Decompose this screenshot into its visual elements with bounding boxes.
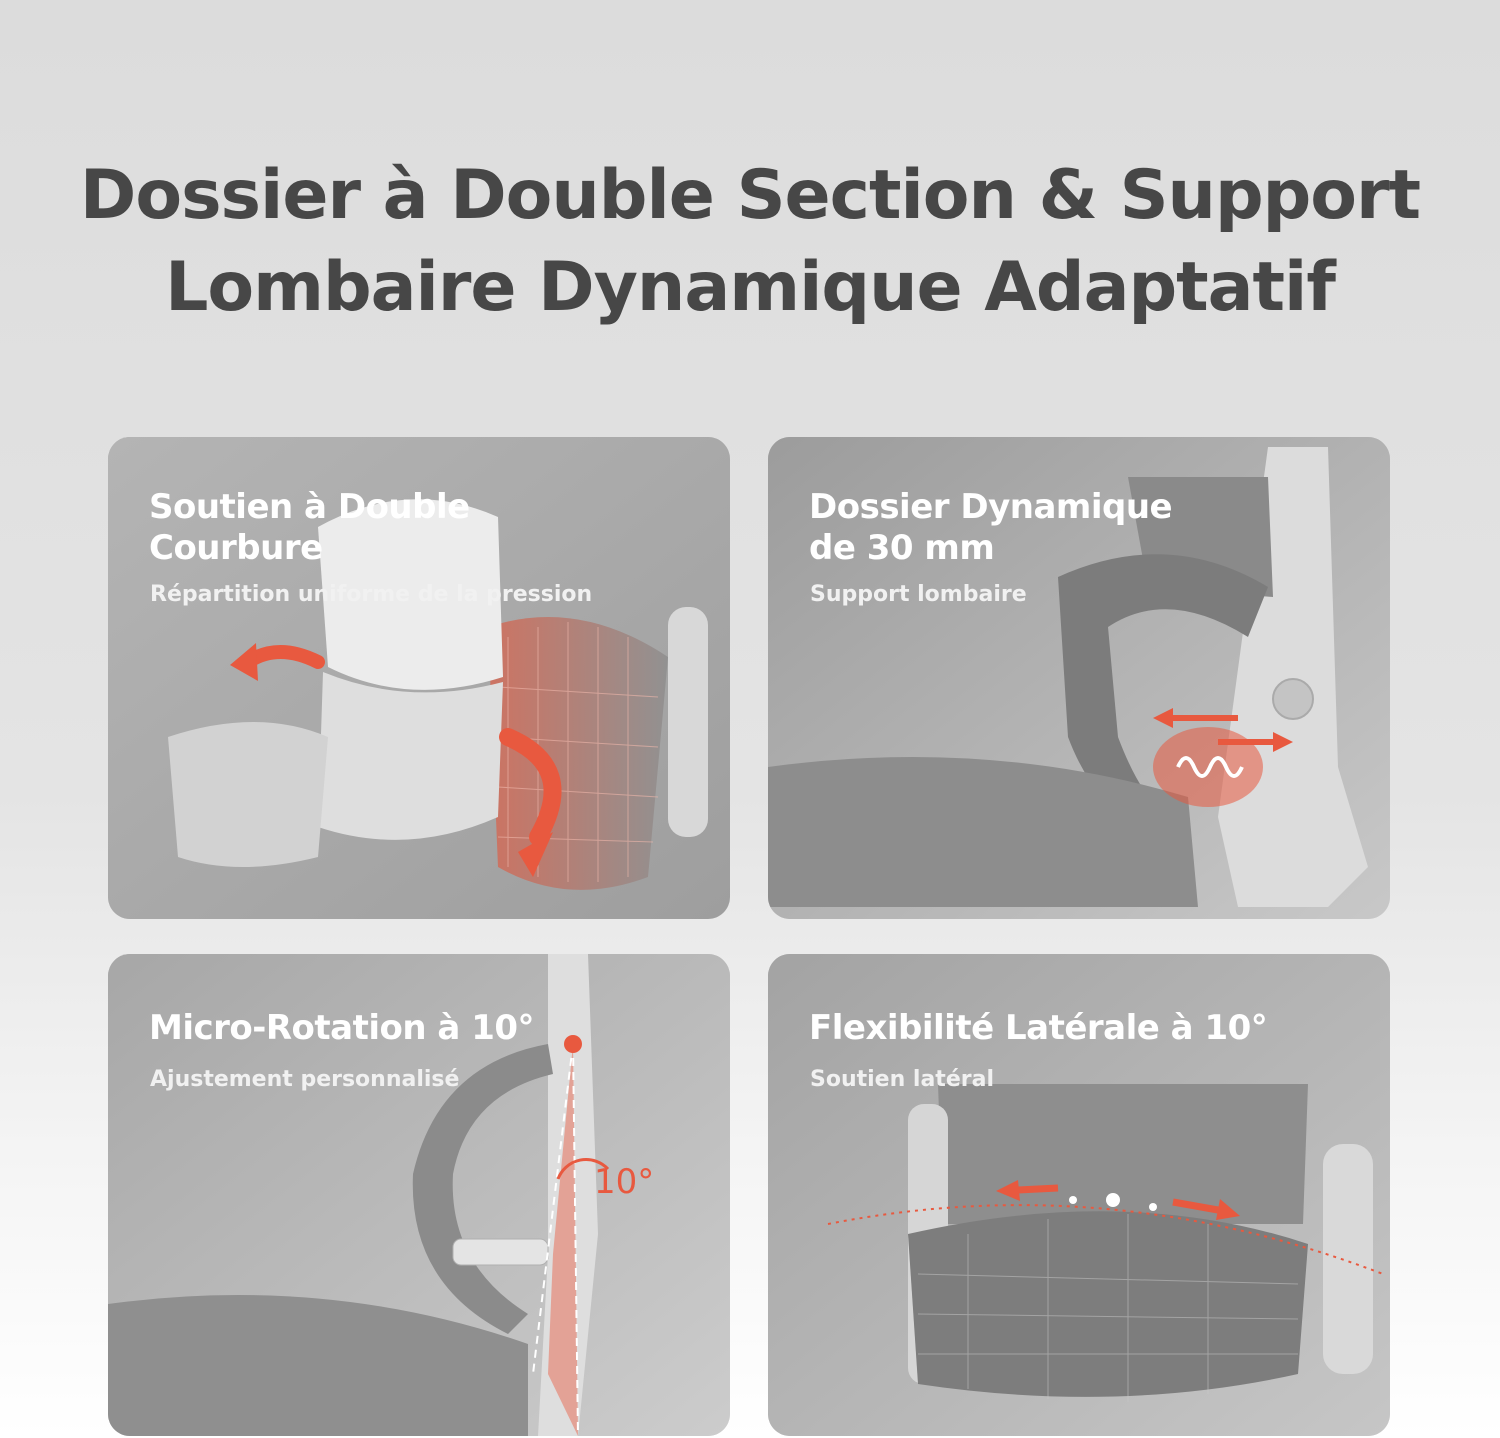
card-subtitle: Support lombaire: [810, 582, 1027, 607]
headline-line-1: Dossier à Double Section & Support: [79, 156, 1421, 235]
card-title: Dossier Dynamique de 30 mm: [809, 487, 1173, 569]
card-title: Soutien à Double Courbure: [149, 487, 470, 569]
rotation-wedge: [548, 1044, 578, 1436]
card-subtitle: Ajustement personnalisé: [150, 1067, 460, 1092]
person-torso: [318, 499, 503, 690]
feature-card-micro-rotation: Micro-Rotation à 10° Ajustement personna…: [108, 954, 730, 1436]
chair-frame: [668, 607, 708, 837]
lumbar-mesh: [1058, 554, 1268, 847]
feature-card-lateral-flex: Flexibilité Latérale à 10° Soutien latér…: [768, 954, 1390, 1436]
frame-right: [1323, 1144, 1373, 1374]
seat-mesh: [768, 757, 1198, 907]
card-title: Flexibilité Latérale à 10°: [809, 1008, 1268, 1049]
person-leg: [168, 722, 328, 867]
page-headline: Dossier à Double Section & Support Lomba…: [0, 150, 1500, 334]
person-hips: [318, 672, 503, 840]
axis-line: [572, 1043, 579, 1436]
angle-arc: [556, 1158, 610, 1180]
double-curve-illustration: [108, 437, 730, 919]
lumbar-shell: [412, 1044, 553, 1334]
feature-card-double-curve: Soutien à Double Courbure Répartition un…: [108, 437, 730, 919]
arrow-right: [1172, 1198, 1219, 1214]
dynamic-backrest-illustration: [768, 437, 1390, 919]
backrest-mesh: [488, 617, 668, 890]
angle-label: 10°: [594, 1162, 655, 1202]
flex-arc: [827, 1204, 1384, 1275]
arrow-left: [1017, 1184, 1059, 1194]
chair-frame: [538, 954, 598, 1436]
upper-backrest: [938, 1084, 1308, 1224]
adjust-screw: [452, 1238, 549, 1266]
spring-coil: [1176, 756, 1244, 778]
headline-line-2: Lombaire Dynamique Adaptatif: [165, 248, 1336, 327]
card-title-line-1: Soutien à Double: [149, 487, 470, 527]
pivot-point: [564, 1035, 582, 1053]
seat-mesh: [108, 1295, 528, 1436]
micro-rotation-illustration: [108, 954, 730, 1436]
lateral-flex-illustration: [768, 954, 1390, 1436]
card-title-line-1: Micro-Rotation à 10°: [149, 1008, 535, 1048]
card-title-line-2: Courbure: [149, 528, 323, 568]
card-subtitle: Répartition uniforme de la pression: [150, 582, 593, 607]
pivot-knob: [1272, 678, 1314, 720]
card-title-line-1: Flexibilité Latérale à 10°: [809, 1008, 1268, 1048]
card-title-line-2: de 30 mm: [809, 528, 995, 568]
card-subtitle: Soutien latéral: [810, 1067, 994, 1092]
card-title-line-1: Dossier Dynamique: [809, 487, 1173, 527]
feature-card-dynamic-backrest: Dossier Dynamique de 30 mm Support lomba…: [768, 437, 1390, 919]
card-title: Micro-Rotation à 10°: [149, 1008, 535, 1049]
rotation-arrow: [499, 728, 562, 846]
flex-center-point: [1106, 1193, 1120, 1207]
